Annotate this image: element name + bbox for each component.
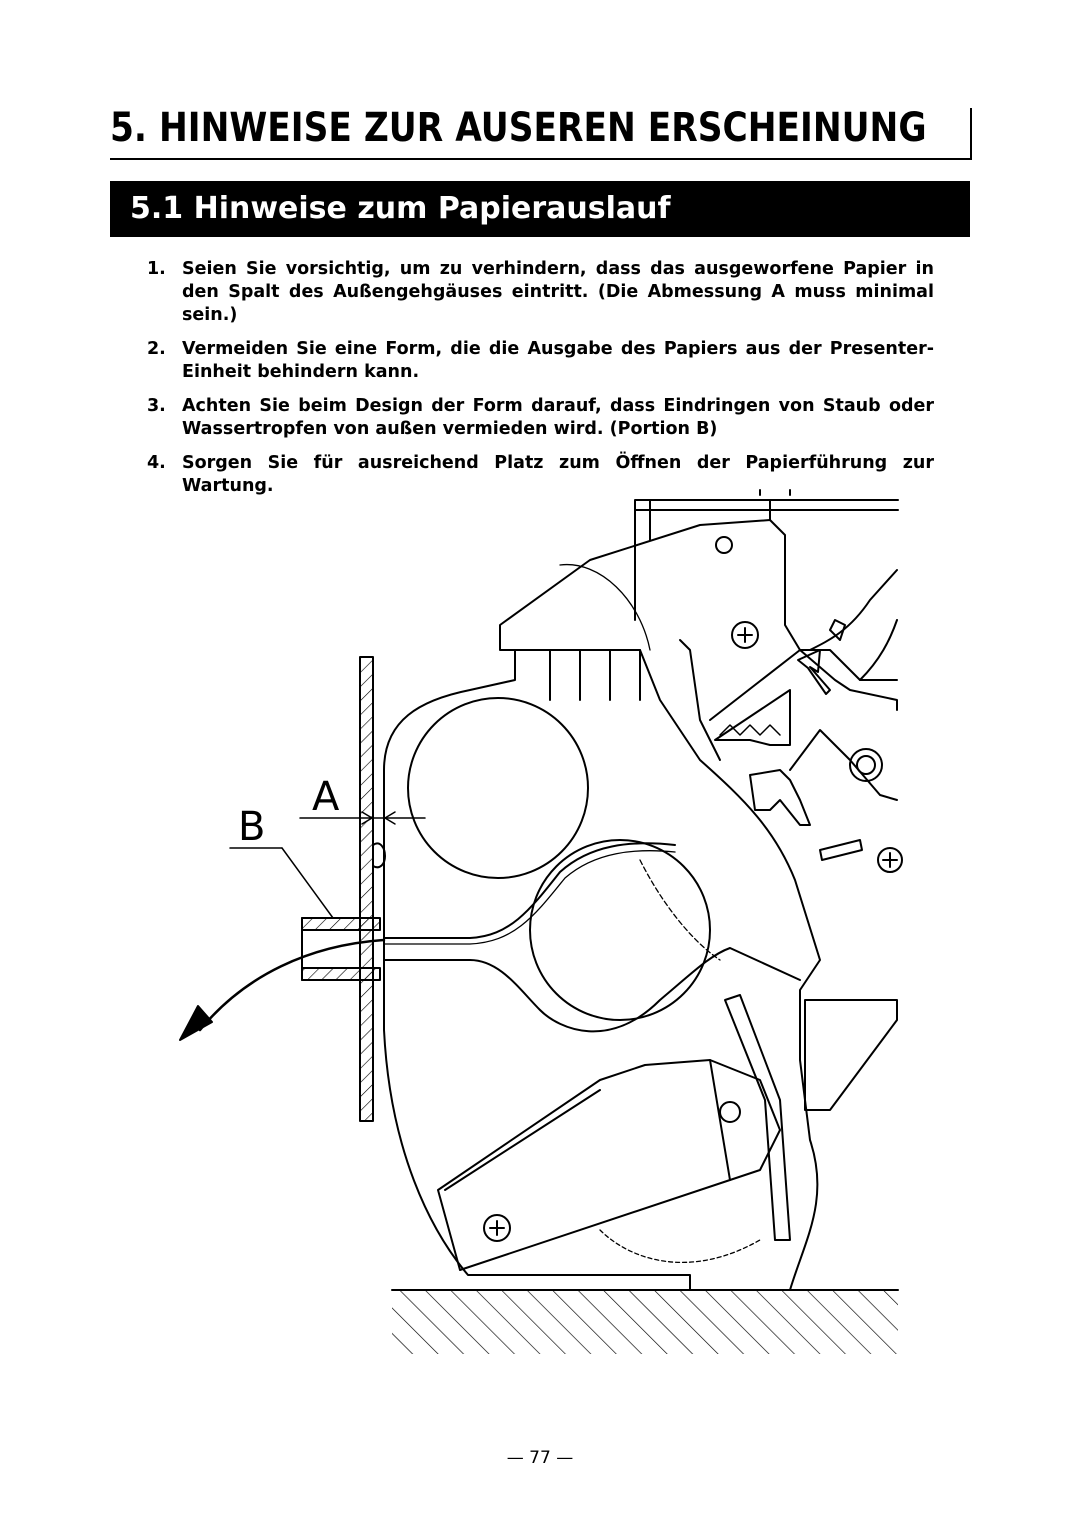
list-item: 3. Achten Sie beim Design der Form darau… — [147, 395, 934, 441]
exit-spout-upper — [301, 917, 381, 931]
page-number: — 77 — — [506, 1448, 574, 1468]
list-item-number: 3. — [147, 396, 166, 416]
floor-hatch — [392, 1290, 898, 1354]
list-item-text: Vermeiden Sie eine Form, die die Ausgabe… — [182, 339, 934, 382]
chapter-heading: 5. HINWEISE ZUR AUSEREN ERSCHEINUNG — [110, 96, 972, 160]
section-title: 5.1 Hinweise zum Papierauslauf — [130, 191, 671, 226]
list-item-text: Sorgen Sie für ausreichend Platz zum Öff… — [182, 453, 934, 496]
label-a: A — [312, 774, 340, 820]
upper-screw — [731, 621, 759, 649]
list-item: 4. Sorgen Sie für ausreichend Platz zum … — [147, 452, 934, 498]
presenter-technical-drawing: A B — [179, 489, 903, 1354]
list-item-number: 1. — [147, 259, 166, 279]
casing-wall — [359, 656, 374, 1122]
direction-arrow-icon — [797, 649, 831, 695]
cutter-blade — [714, 689, 791, 746]
upper-roller — [407, 697, 589, 879]
list-item-number: 2. — [147, 339, 166, 359]
paper-path — [383, 842, 676, 939]
chapter-side-rule — [970, 108, 972, 160]
paper-guide — [724, 994, 791, 1241]
section-heading-bar: 5.1 Hinweise zum Papierauslauf — [110, 181, 970, 237]
lower-screw — [483, 1214, 511, 1242]
chapter-title: 5. HINWEISE ZUR AUSEREN ERSCHEINUNG — [110, 105, 927, 151]
label-b: B — [238, 804, 265, 850]
list-item: 1. Seien Sie vorsichtig, um zu verhinder… — [147, 258, 934, 327]
exit-arrow — [198, 938, 386, 1032]
list-item: 2. Vermeiden Sie eine Form, die die Ausg… — [147, 338, 934, 384]
exit-spout-lower — [301, 967, 381, 981]
lower-roller — [529, 839, 711, 1021]
chapter-underline — [110, 158, 972, 160]
list-item-text: Seien Sie vorsichtig, um zu verhindern, … — [182, 259, 934, 325]
list-item-text: Achten Sie beim Design der Form darauf, … — [182, 396, 934, 439]
list-item-number: 4. — [147, 453, 166, 473]
instruction-list: 1. Seien Sie vorsichtig, um zu verhinder… — [147, 258, 934, 509]
